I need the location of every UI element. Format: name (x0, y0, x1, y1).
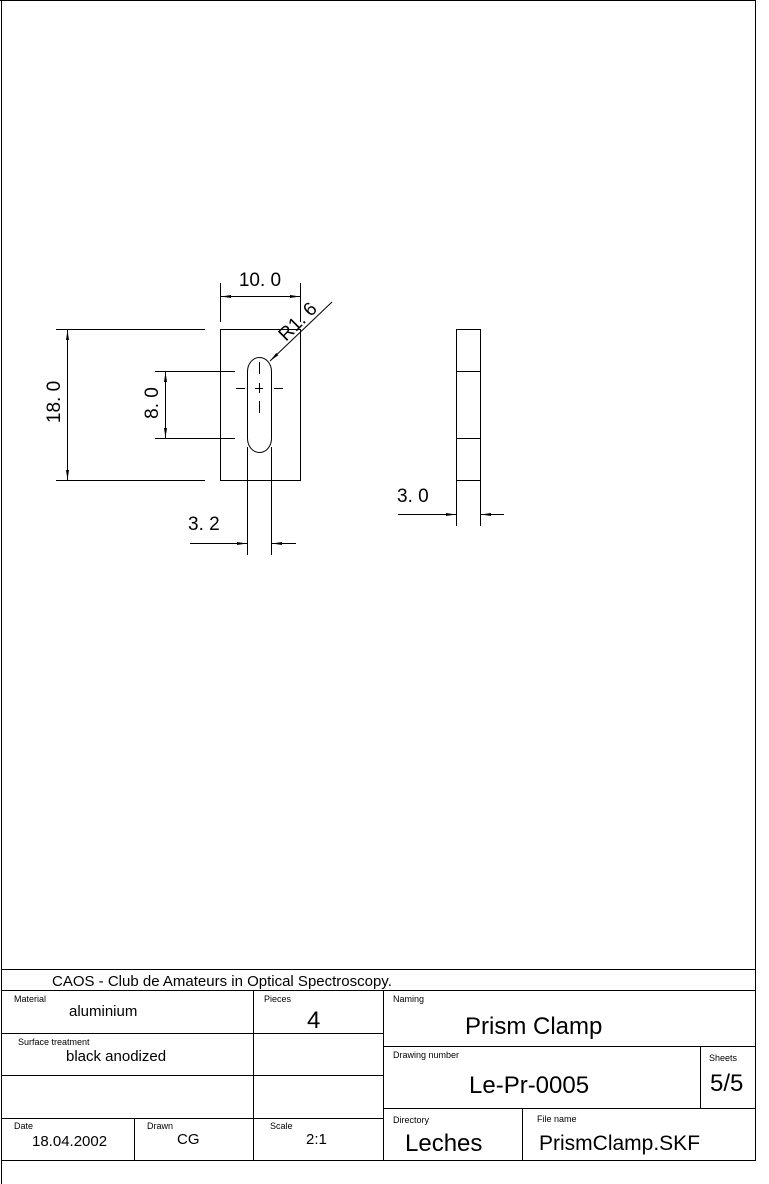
dimension-width: 10. 0 (220, 270, 301, 322)
organization: CAOS - Club de Amateurs in Optical Spect… (52, 973, 392, 990)
file-name-value: PrismClamp.SKF (539, 1132, 700, 1155)
dimension-height: 18. 0 (44, 329, 205, 481)
directory-value: Leches (405, 1130, 482, 1157)
dimension-slot-length: 8. 0 (142, 371, 235, 439)
material-value: aluminium (69, 1003, 137, 1020)
directory-label: Directory (393, 1115, 430, 1125)
naming-label: Naming (393, 994, 424, 1004)
slot-width: 3. 2 (188, 514, 220, 535)
sheets-value: 5/5 (710, 1070, 743, 1097)
height: 18. 0 (44, 381, 65, 423)
title-block: CAOS - Club de Amateurs in Optical Spect… (1, 969, 756, 1161)
scale-label: Scale (270, 1121, 293, 1131)
pieces-label: Pieces (264, 994, 292, 1004)
side-view: 3. 0 (397, 329, 504, 526)
centerlines (236, 362, 283, 413)
material-label: Material (14, 994, 46, 1004)
drawn-value: CG (177, 1131, 200, 1148)
surface-value: black anodized (66, 1048, 166, 1065)
slot (247, 357, 272, 453)
sheets-label: Sheets (709, 1053, 738, 1063)
dimension-thickness: 3. 0 (397, 486, 429, 507)
pieces-value: 4 (307, 1007, 320, 1034)
width: 10. 0 (239, 270, 281, 291)
front-view: 10. 0 18. 0 8. 0 3. 2 R1. 6 (44, 270, 333, 555)
drawing-number-value: Le-Pr-0005 (469, 1072, 589, 1099)
naming-value: Prism Clamp (465, 1013, 602, 1040)
scale-value: 2:1 (306, 1131, 327, 1148)
slot-length: 8. 0 (142, 387, 163, 419)
drawing-number-label: Drawing number (393, 1050, 459, 1060)
radius: R1. 6 (275, 299, 322, 346)
dimension-slot-width: 3. 2 (188, 447, 296, 555)
date-value: 18.04.2002 (32, 1133, 107, 1150)
drawn-label: Drawn (147, 1121, 173, 1131)
surface-label: Surface treatment (18, 1037, 90, 1047)
date-label: Date (14, 1121, 33, 1131)
file-name-label: File name (537, 1114, 577, 1124)
part-outline (220, 329, 301, 481)
